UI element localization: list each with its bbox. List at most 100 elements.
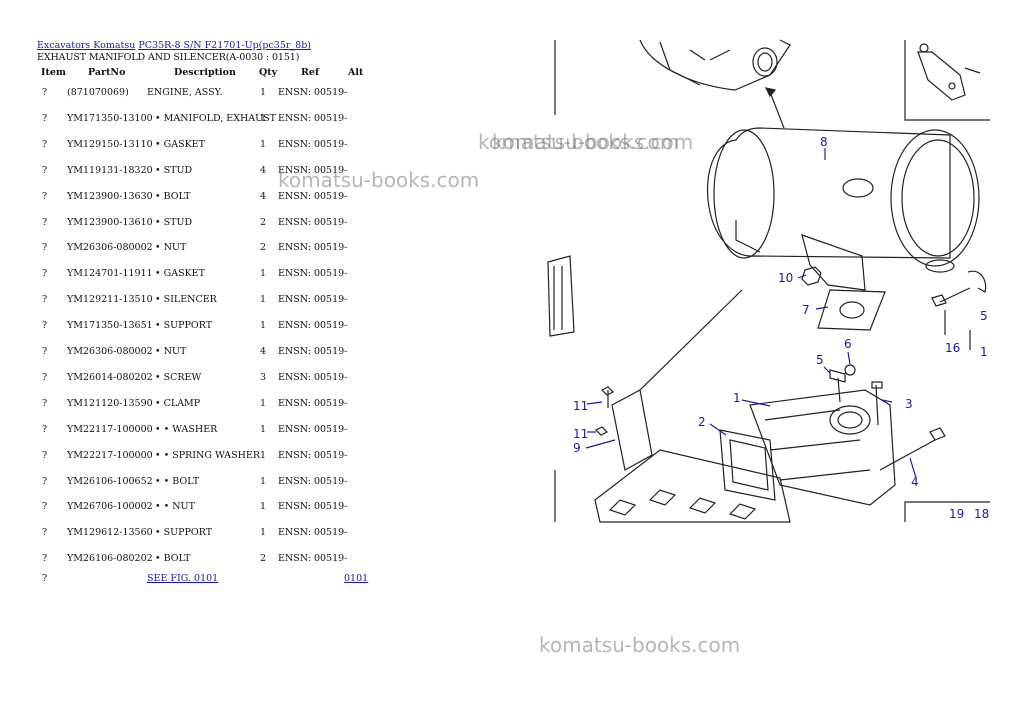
row-qty: 1 xyxy=(260,139,267,150)
row-item: ? xyxy=(42,424,48,435)
row-item: ? xyxy=(42,217,48,228)
row-partno: YM121120-13590 xyxy=(67,398,153,409)
row-item: ? xyxy=(42,242,48,253)
see-fig-link[interactable]: SEE FIG. 0101 xyxy=(147,573,219,584)
row-description: • SUPPORT xyxy=(155,527,213,538)
row-item: ? xyxy=(42,553,48,564)
row-ref: ENSN: 00519- xyxy=(278,501,348,512)
row-ref: ENSN: 00519- xyxy=(278,217,348,228)
alt-fig-link[interactable]: 0101 xyxy=(344,573,369,584)
row-description: • GASKET xyxy=(155,268,205,279)
row-item: ? xyxy=(42,268,48,279)
row-ref: ENSN: 00519- xyxy=(278,553,348,564)
row-partno: YM26306-080002 xyxy=(67,242,153,253)
watermark: komatsu-books.com xyxy=(278,168,480,192)
row-partno: YM119131-18320 xyxy=(67,165,153,176)
row-ref: ENSN: 00519- xyxy=(278,398,348,409)
callout-label: 1 xyxy=(733,391,741,405)
row-item: ? xyxy=(42,372,48,383)
column-header-ref: Ref xyxy=(301,67,320,78)
row-partno: YM22117-100000 xyxy=(67,424,153,435)
row-qty: 1 xyxy=(260,424,267,435)
callout-label: 19 xyxy=(949,507,964,521)
row-description: • GASKET xyxy=(155,139,205,150)
row-ref: ENSN: 00519- xyxy=(278,113,348,124)
callout-label: 5 xyxy=(980,309,988,323)
row-description: • SCREW xyxy=(155,372,202,383)
row-ref: ENSN: 00519- xyxy=(278,424,348,435)
row-partno: YM26306-080002 xyxy=(67,346,153,357)
row-item: ? xyxy=(42,191,48,202)
callout-label: 8 xyxy=(820,135,828,149)
breadcrumb-link-model[interactable]: PC35R-8 S/N F21701-Up(pc35r_8b) xyxy=(138,40,312,51)
callout-label: 10 xyxy=(778,271,793,285)
row-item: ? xyxy=(42,165,48,176)
row-partno: YM26106-080202 xyxy=(67,553,153,564)
row-item: ? xyxy=(42,113,48,124)
row-ref: ENSN: 00519- xyxy=(278,294,348,305)
column-header-item: Item xyxy=(41,67,66,78)
callout-label: 6 xyxy=(844,337,852,351)
row-partno: YM129150-13110 xyxy=(67,139,153,150)
row-description: • SILENCER xyxy=(155,294,217,305)
callout-label: 2 xyxy=(698,415,706,429)
row-ref: ENSN: 00519- xyxy=(278,242,348,253)
row-ref: ENSN: 00519- xyxy=(278,527,348,538)
row-partno: (871070069) xyxy=(67,87,129,98)
row-qty: 2 xyxy=(260,553,267,564)
row-description: • STUD xyxy=(155,217,193,228)
row-description: • • NUT xyxy=(155,501,195,512)
row-item: ? xyxy=(42,87,48,98)
column-header-alt: Alt xyxy=(348,67,364,78)
row-qty: 1 xyxy=(260,87,267,98)
row-description: • NUT xyxy=(155,346,187,357)
row-qty: 1 xyxy=(260,450,267,461)
row-item: ? xyxy=(42,450,48,461)
row-qty: 2 xyxy=(260,217,267,228)
row-partno: YM123900-13630 xyxy=(67,191,153,202)
callout-label: 11 xyxy=(573,427,588,441)
row-description: • • BOLT xyxy=(155,476,200,487)
row-partno: YM22217-100000 xyxy=(67,450,153,461)
column-header-qty: Qty xyxy=(259,67,278,78)
watermark: komatsu-books.com xyxy=(539,633,741,657)
row-partno: YM171350-13100 xyxy=(67,113,153,124)
callout-label: 16 xyxy=(945,341,960,355)
watermark: komatsu-books.com xyxy=(478,130,680,154)
breadcrumb-link-category[interactable]: Excavators Komatsu xyxy=(37,40,136,51)
row-item: ? xyxy=(42,501,48,512)
row-partno: YM129612-13560 xyxy=(67,527,153,538)
column-header-partno: PartNo xyxy=(88,67,126,78)
row-item: ? xyxy=(42,294,48,305)
watermark: komatsu-books.com xyxy=(492,130,694,154)
row-description: • MANIFOLD, EXHAUST xyxy=(155,113,276,124)
callout-label: 9 xyxy=(573,441,581,455)
column-header-description: Description xyxy=(174,67,236,78)
page-title: EXHAUST MANIFOLD AND SILENCER(A-0030 : 0… xyxy=(37,52,300,63)
breadcrumb: Excavators Komatsu PC35R-8 S/N F21701-Up… xyxy=(37,40,311,51)
row-qty: 1 xyxy=(260,527,267,538)
row-description: • SUPPORT xyxy=(155,320,213,331)
row-qty: 2 xyxy=(260,242,267,253)
row-qty: 3 xyxy=(260,372,267,383)
row-ref: ENSN: 00519- xyxy=(278,268,348,279)
row-ref: ENSN: 00519- xyxy=(278,191,348,202)
row-qty: 1 xyxy=(260,320,267,331)
row-ref: ENSN: 00519- xyxy=(278,87,348,98)
row-description: • STUD xyxy=(155,165,193,176)
row-qty: 1 xyxy=(260,501,267,512)
row-partno: YM171350-13651 xyxy=(67,320,153,331)
